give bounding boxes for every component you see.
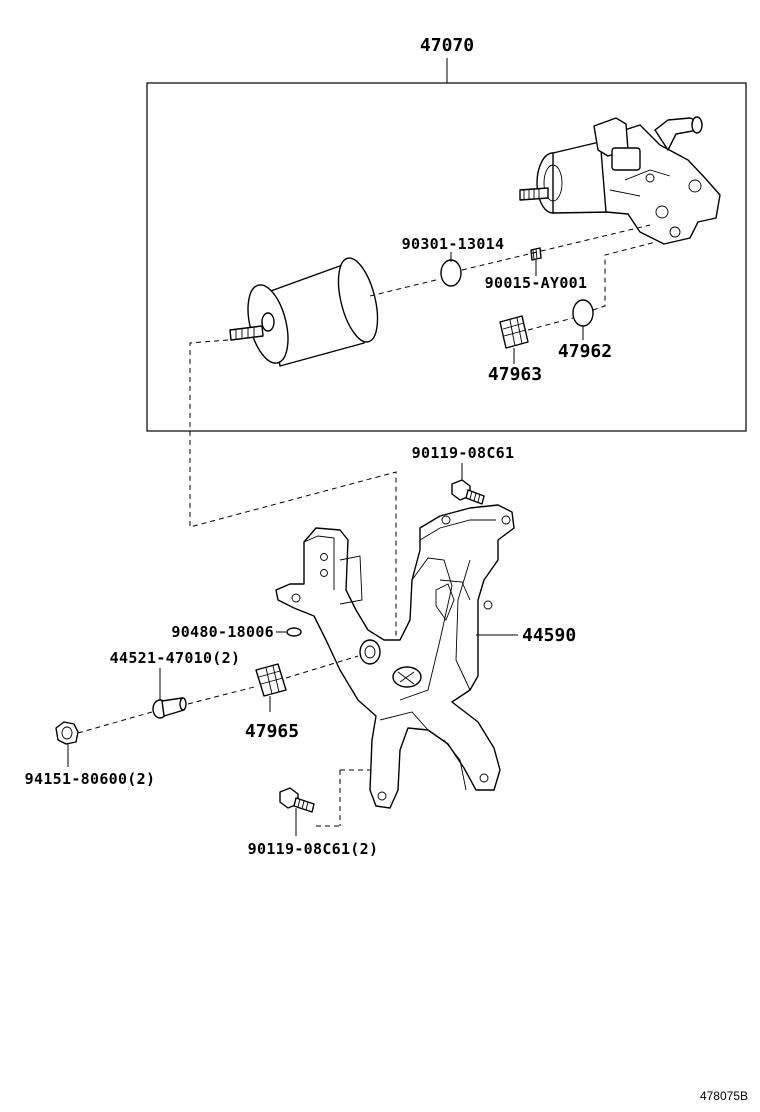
label-44590: 44590 xyxy=(522,625,576,646)
o-ring xyxy=(572,299,594,327)
label-94151-80600: 94151-80600(2) xyxy=(25,770,156,788)
label-90119-08C61-top: 90119-08C61 xyxy=(412,444,515,462)
label-90301-13014: 90301-13014 xyxy=(402,235,505,253)
nut xyxy=(55,721,79,745)
label-47963: 47963 xyxy=(488,364,542,385)
label-90015-AY001: 90015-AY001 xyxy=(485,274,588,292)
pin xyxy=(152,697,187,719)
bolt-top xyxy=(451,479,485,505)
figure-ref: 478075B xyxy=(700,1089,748,1103)
damper-upper xyxy=(499,315,529,349)
bolt-bottom xyxy=(279,787,315,813)
damper-lower xyxy=(255,663,287,697)
seal-ring xyxy=(440,259,462,287)
bracket xyxy=(275,504,515,809)
accumulator-cylinder xyxy=(229,257,379,367)
label-47965: 47965 xyxy=(245,721,299,742)
label-47962: 47962 xyxy=(558,341,612,362)
washer xyxy=(286,627,302,637)
label-90480-18006: 90480-18006 xyxy=(171,623,274,641)
pump-motor-assembly xyxy=(519,116,721,245)
label-44521-47010: 44521-47010(2) xyxy=(110,649,241,667)
label-47070: 47070 xyxy=(420,35,474,56)
assembly-frame xyxy=(146,82,747,432)
label-90119-08C61-bottom: 90119-08C61(2) xyxy=(248,840,379,858)
